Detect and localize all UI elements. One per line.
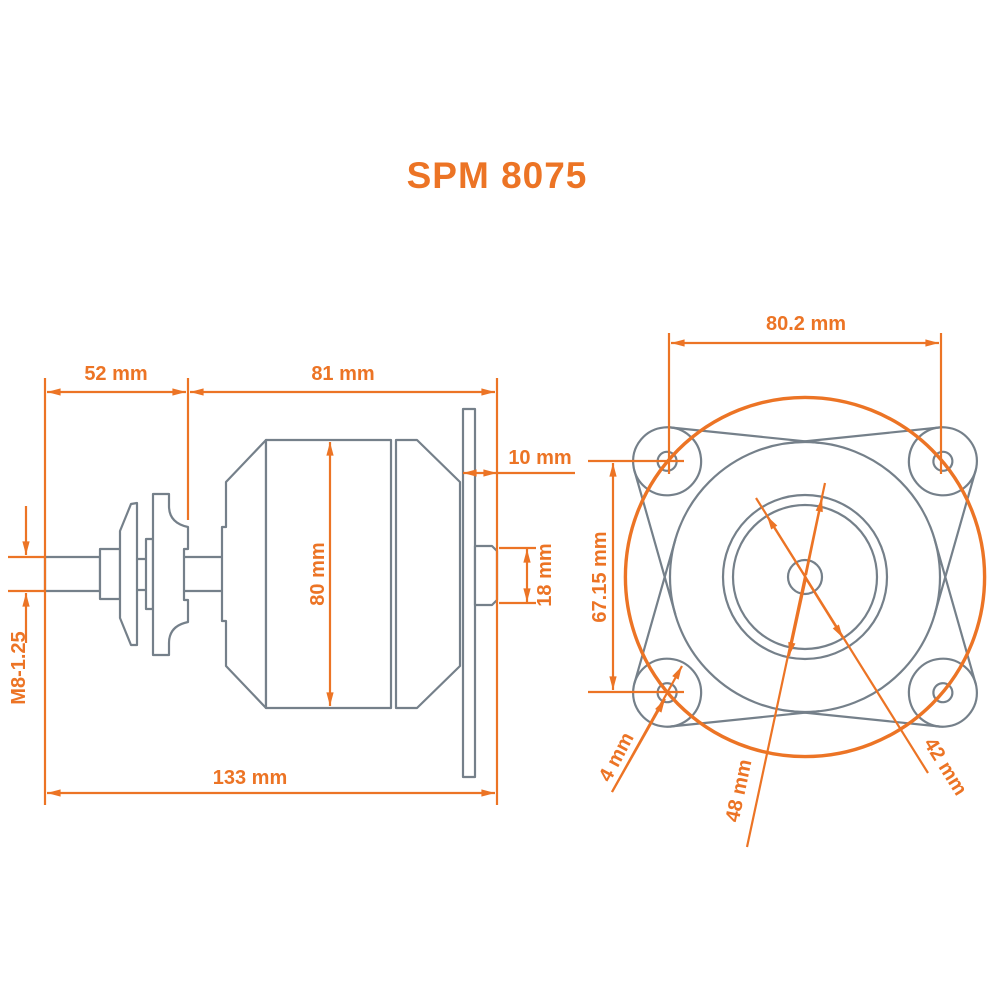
- prop-washer: [118, 501, 139, 647]
- leader-arrow-48mm: [804, 497, 824, 576]
- bolt-circle-orange: [623, 395, 987, 759]
- mount-outer-circle: [668, 440, 942, 714]
- page-title: SPM 8075: [407, 155, 588, 196]
- shaft-hole: [786, 558, 824, 596]
- side-view: [43, 407, 499, 779]
- circle-42mm: [731, 503, 879, 651]
- circle-48mm: [721, 493, 889, 661]
- dim-label-80.2mm: 80.2 mm: [766, 313, 846, 335]
- dim-label-48mm: 48 mm: [722, 757, 757, 824]
- leader-arrow-42mm: [804, 576, 844, 639]
- dim-label-133mm: 133 mm: [213, 767, 288, 789]
- leader-arrow-48mm: [787, 577, 808, 657]
- rear-hub-boss: [473, 544, 499, 607]
- dim-label-80mm: 80 mm: [307, 542, 329, 605]
- shaft-collar: [98, 547, 122, 601]
- thread-label: M8-1.25: [8, 631, 30, 704]
- leader-arrow-42mm: [766, 515, 807, 579]
- dim-label-81mm: 81 mm: [311, 363, 374, 385]
- leader-arrow-4mm: [611, 698, 666, 793]
- mount-plate: [461, 407, 477, 779]
- dim-label-10mm: 10 mm: [508, 447, 571, 469]
- motor-rear-bell: [220, 438, 268, 710]
- dim-label-67.15mm: 67.15 mm: [589, 531, 611, 622]
- motor-front-bell: [394, 438, 462, 710]
- front-view: [623, 395, 987, 759]
- prop-adapter-hub: [151, 492, 190, 657]
- dim-label-52mm: 52 mm: [84, 363, 147, 385]
- mount-ear-bottom-left: [632, 538, 820, 728]
- dim-label-42mm: 42 mm: [919, 734, 971, 799]
- dimension-annotations: [8, 333, 943, 848]
- dim-label-18mm: 18 mm: [534, 543, 556, 606]
- motor-shaft: [43, 555, 102, 593]
